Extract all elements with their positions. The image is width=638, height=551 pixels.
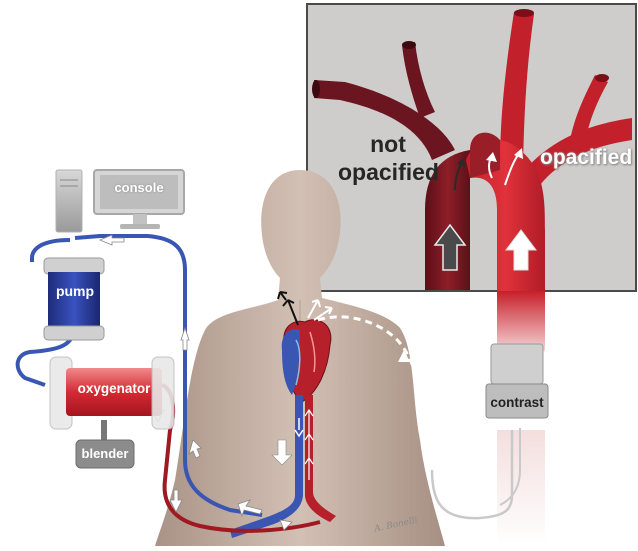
arch-junction <box>470 133 500 178</box>
arrow-down-icon <box>29 366 40 374</box>
arrow-up-icon <box>181 328 189 350</box>
console-label: console <box>104 180 174 195</box>
opacified-label: opacified <box>540 146 632 170</box>
arrow-up-icon <box>424 444 436 456</box>
pump-device <box>44 258 104 340</box>
pump-label: pump <box>50 283 100 299</box>
blender-label: blender <box>78 446 132 461</box>
not-opacified-label: not opacified <box>338 130 438 186</box>
contrast-column <box>497 291 545 351</box>
oxygenator-label: oxygenator <box>68 381 160 396</box>
contrast-label: contrast <box>488 395 546 410</box>
